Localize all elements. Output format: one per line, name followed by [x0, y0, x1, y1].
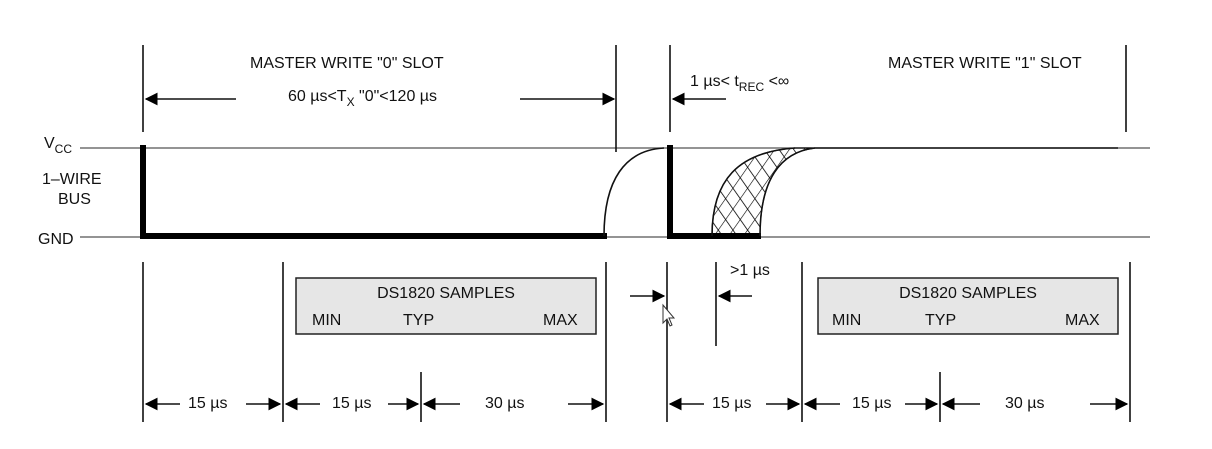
samples-box-left	[295, 277, 597, 335]
vcc-label: VCC	[44, 135, 72, 156]
interval-left-3-label: 30 µs	[485, 395, 524, 412]
trec-label: 1 µs< tREC <∞	[690, 73, 789, 94]
rise-curve-late	[759, 147, 1118, 237]
samples-box-right-min: MIN	[832, 312, 861, 329]
samples-box-right	[817, 277, 1119, 335]
interval-left-1-label: 15 µs	[188, 395, 227, 412]
trec-sub: REC	[739, 80, 765, 94]
samples-box-right-typ: TYP	[925, 312, 956, 329]
bus-label-line2: BUS	[58, 191, 91, 208]
interval-left-2-label: 15 µs	[332, 395, 371, 412]
samples-box-right-title: DS1820 SAMPLES	[899, 285, 1037, 302]
slot1-title: MASTER WRITE "1" SLOT	[888, 55, 1082, 72]
recovery-label: >1 µs	[730, 262, 770, 279]
interval-right-1-label: 15 µs	[712, 395, 751, 412]
slot0-title: MASTER WRITE "0" SLOT	[250, 55, 444, 72]
slot0-timing-label: 60 µs<TX "0"<120 µs	[288, 88, 437, 109]
samples-box-left-max: MAX	[543, 312, 578, 329]
slot0-timing-post: "0"<120 µs	[355, 88, 437, 105]
vcc-label-sub: CC	[55, 142, 73, 156]
samples-box-left-typ: TYP	[403, 312, 434, 329]
mouse-cursor-icon	[662, 303, 676, 327]
samples-box-right-max: MAX	[1065, 312, 1100, 329]
rise-time-crosshatch	[712, 148, 815, 236]
trec-pre: 1 µs< t	[690, 73, 739, 90]
trec-post: <∞	[764, 73, 789, 90]
vcc-label-main: V	[44, 135, 55, 152]
interval-right-3-label: 30 µs	[1005, 395, 1044, 412]
slot0-timing-pre: 60 µs<T	[288, 88, 347, 105]
rise-curve-early	[711, 147, 796, 237]
gnd-label: GND	[38, 231, 74, 248]
samples-box-left-title: DS1820 SAMPLES	[377, 285, 515, 302]
bus-label-line1: 1–WIRE	[42, 171, 102, 188]
samples-box-left-min: MIN	[312, 312, 341, 329]
slot0-timing-sub: X	[347, 95, 355, 109]
interval-right-2-label: 15 µs	[852, 395, 891, 412]
write0-recovery-curve	[603, 147, 665, 237]
write0-waveform	[140, 145, 607, 239]
